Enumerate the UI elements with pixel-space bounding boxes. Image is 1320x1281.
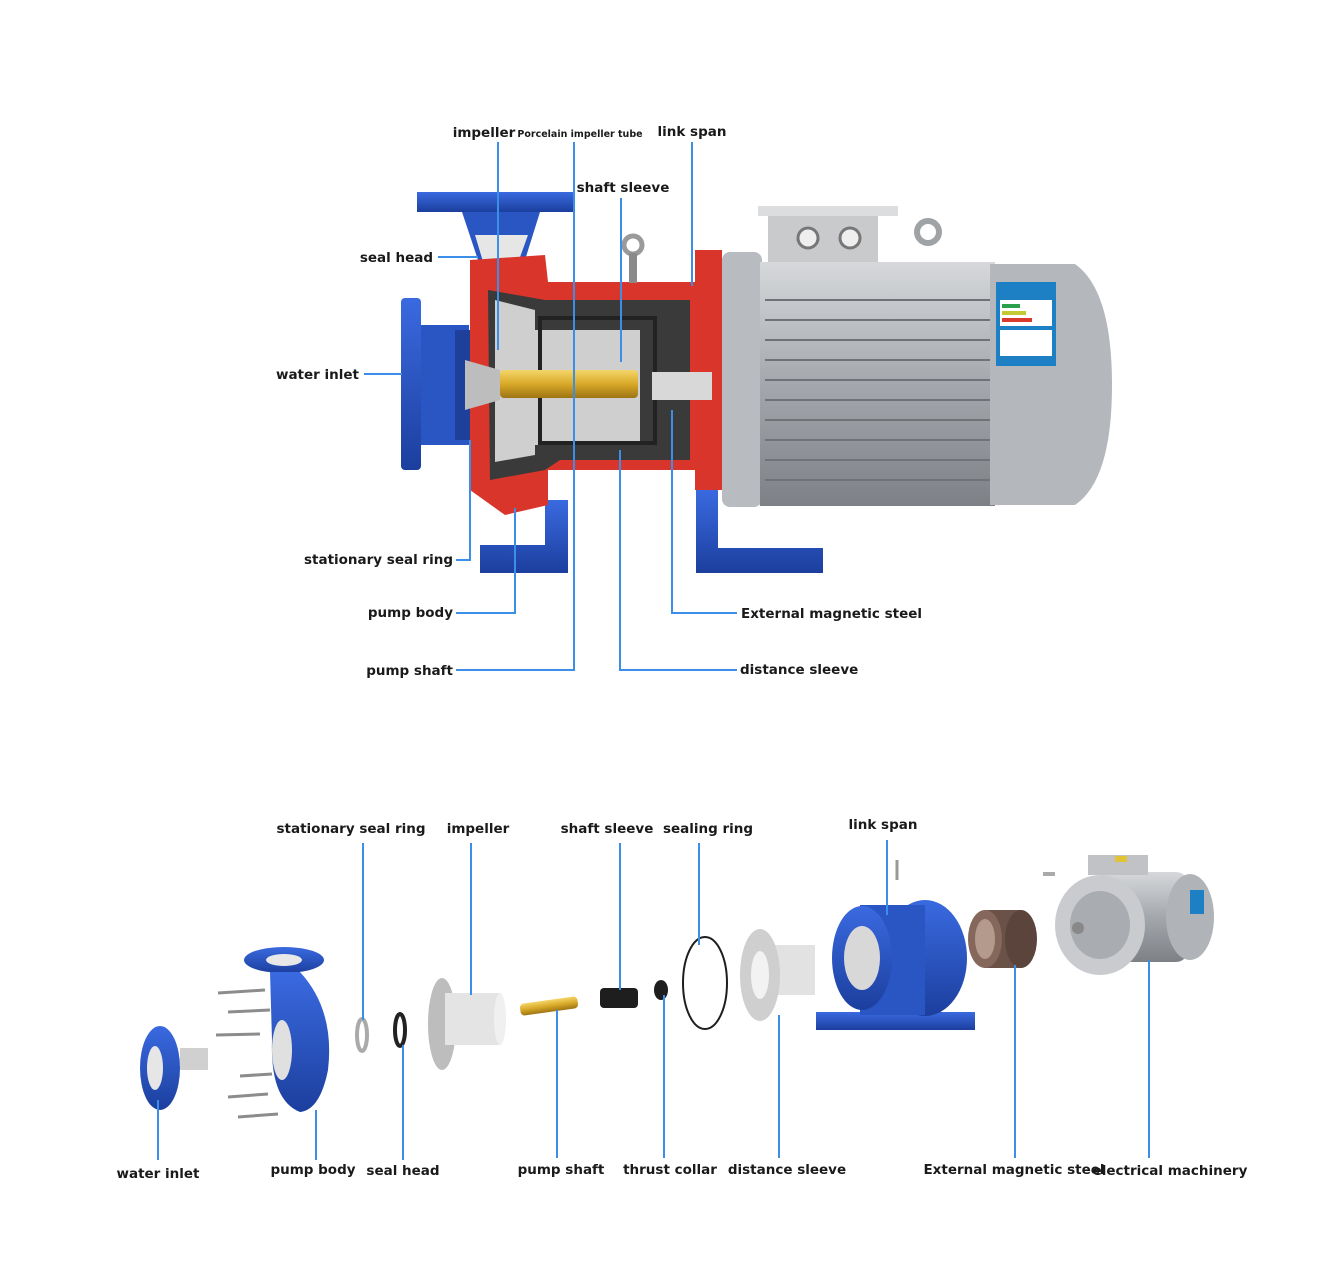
label-external-magnetic-steel: External magnetic steel [923,1162,1104,1178]
label-distance-sleeve: distance sleeve [728,1162,846,1178]
label-pump-body: pump body [368,605,453,621]
bolts [215,988,279,1119]
part-thrust-collar [654,980,668,1000]
label-link-span: link span [658,124,727,140]
label-thrust-collar: thrust collar [623,1162,717,1178]
part-shaft-sleeve [600,988,638,1008]
bracket-foot [696,490,823,573]
label-seal-head: seal head [360,250,433,266]
part-link-span [816,860,975,1030]
label-porcelain-impeller-tube: Porcelain impeller tube [517,129,642,140]
part-external-magnetic-steel [968,910,1037,968]
part-electrical-machinery [1055,855,1214,975]
label-pump-shaft: pump shaft [518,1162,605,1178]
part-stationary-seal-ring [355,1017,369,1053]
exploded-view [140,855,1214,1119]
label-impeller: impeller [453,125,516,141]
pump-foot [480,500,568,573]
part-pump-body [244,947,330,1112]
label-pump-shaft: pump shaft [366,663,453,679]
part-sealing-ring [682,936,728,1030]
label-water-inlet: water inlet [276,367,360,383]
label-impeller: impeller [447,821,510,837]
label-stationary-seal-ring: stationary seal ring [304,552,453,568]
part-distance-sleeve [740,929,815,1021]
part-pump-shaft [519,996,579,1016]
exploded-leader-lines [157,840,1150,1160]
assembly-labels: impeller Porcelain impeller tube link sp… [276,124,922,679]
inlet-flange [401,298,421,470]
pump-shaft-part [500,370,638,398]
label-seal-head: seal head [366,1163,439,1179]
assembly-leader-lines [364,142,737,671]
label-external-magnetic-steel: External magnetic steel [741,606,922,622]
label-shaft-sleeve: shaft sleeve [561,821,654,837]
part-impeller [428,978,506,1070]
label-pump-body: pump body [270,1162,355,1178]
assembled-pump-cutaway [401,192,1112,573]
lifting-eye [914,218,942,246]
terminal-box [768,212,878,262]
exploded-labels: stationary seal ring impeller shaft slee… [116,817,1247,1182]
label-stationary-seal-ring: stationary seal ring [276,821,425,837]
label-shaft-sleeve: shaft sleeve [577,180,670,196]
label-electrical-machinery: electrical machinery [1093,1163,1248,1179]
part-seal-head [393,1012,407,1048]
label-link-span: link span [849,817,918,833]
part-water-inlet [140,1026,208,1110]
label-water-inlet: water inlet [116,1166,200,1182]
label-distance-sleeve: distance sleeve [740,662,858,678]
outlet-flange [417,192,573,212]
motor-housing [760,262,995,506]
label-sealing-ring: sealing ring [663,821,753,837]
